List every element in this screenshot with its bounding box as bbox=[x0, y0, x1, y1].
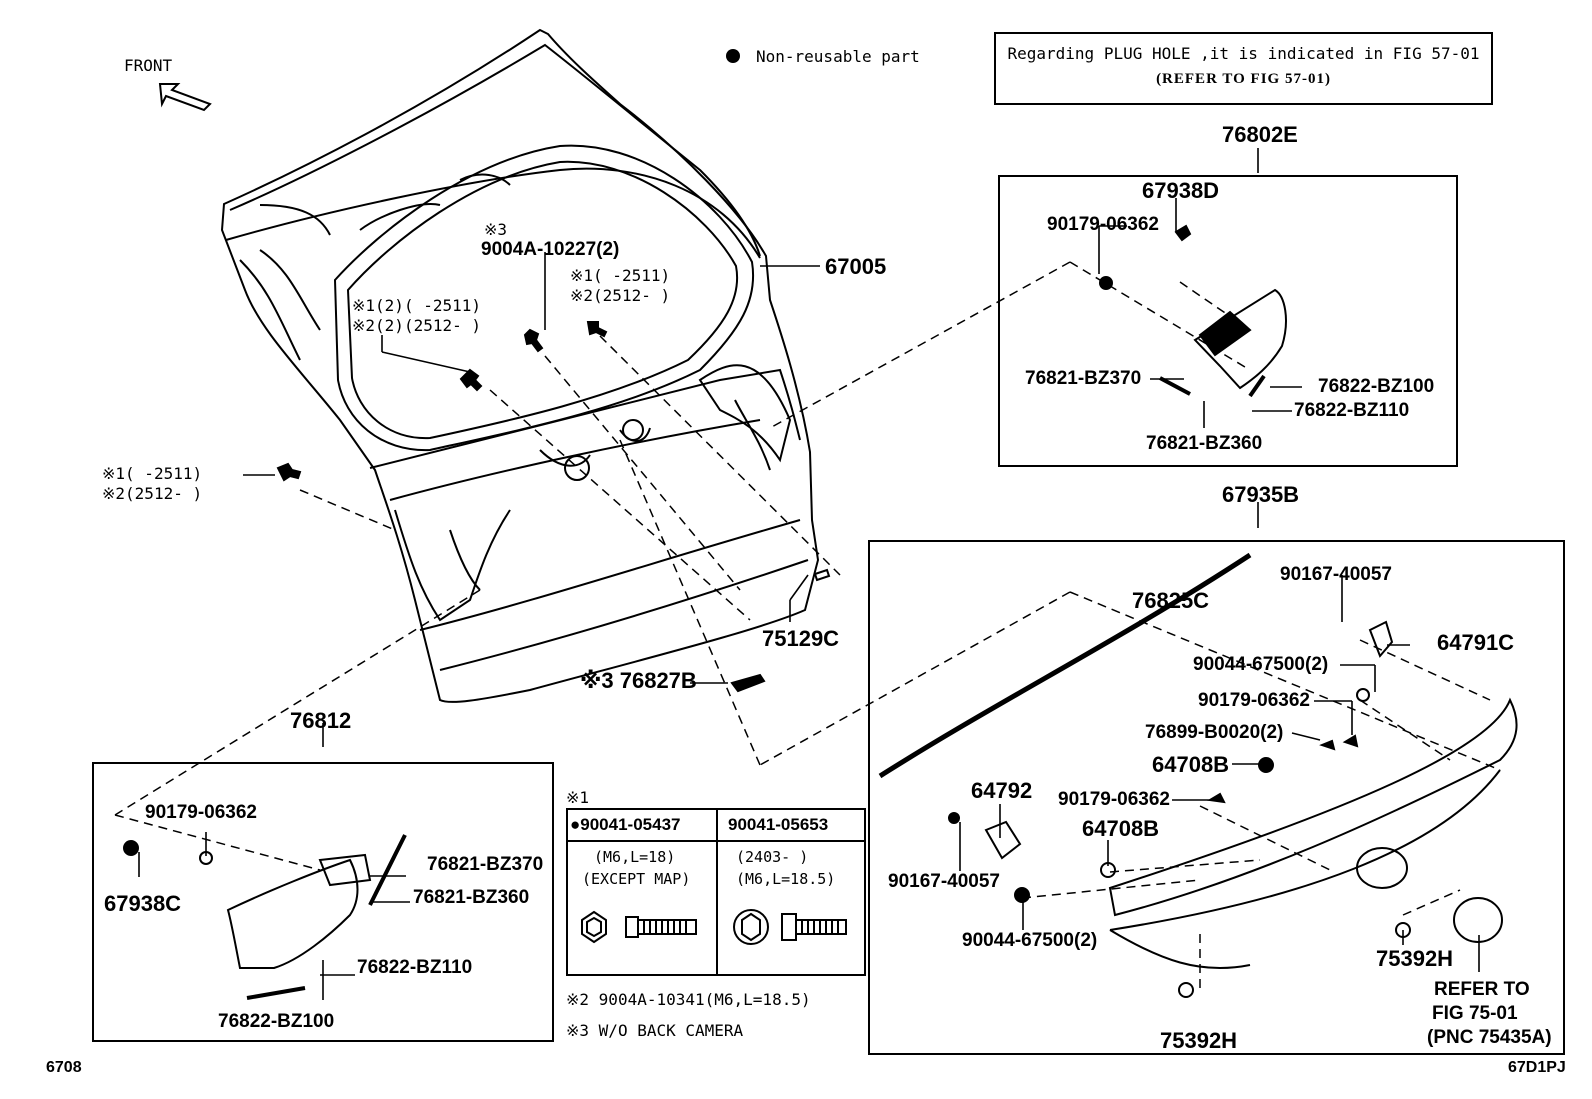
part-label-75392h-b[interactable]: 75392H bbox=[1160, 1028, 1238, 1053]
part-label-76827b[interactable]: ※3 76827B bbox=[580, 668, 697, 693]
part-label-90167-40057-b[interactable]: 90167-40057 bbox=[888, 871, 1000, 892]
inset-box-76812 bbox=[92, 762, 554, 1042]
non-reusable-dot-icon bbox=[726, 49, 740, 63]
bolt-table-cell-2-l1: (2403- ) bbox=[736, 848, 809, 866]
plug-hole-note-line2: (REFER TO FIG 57-01) bbox=[1156, 71, 1331, 87]
bolt-table-head-2-text: 90041-05653 bbox=[728, 815, 829, 834]
leader-lines bbox=[138, 148, 1480, 1000]
bolt-table-head-2: 90041-05653 bbox=[716, 808, 866, 842]
part-label-67938d[interactable]: 67938D bbox=[1142, 178, 1220, 203]
bolt-note-right-1: ※1( -2511) bbox=[570, 266, 671, 285]
refer-text-line1: REFER TO bbox=[1434, 979, 1530, 1000]
part-label-76899-b0020[interactable]: 76899-B0020(2) bbox=[1145, 722, 1284, 743]
front-label: FRONT bbox=[124, 56, 173, 75]
part-label-76822-bz100-a[interactable]: 76822-BZ100 bbox=[1318, 376, 1435, 397]
bolt-note-center-marker: ※3 bbox=[484, 220, 508, 239]
refer-text-line2: FIG 75-01 bbox=[1432, 1003, 1518, 1024]
part-label-90044-67500-b[interactable]: 90044-67500(2) bbox=[962, 930, 1098, 951]
part-label-64708b-b[interactable]: 64708B bbox=[1082, 816, 1160, 841]
bolt-table-cell-1: (M6,L=18) (EXCEPT MAP) bbox=[566, 840, 718, 976]
bolt-table-cell-1-l2: (EXCEPT MAP) bbox=[582, 870, 691, 888]
part-label-76822-bz110-b[interactable]: 76822-BZ110 bbox=[357, 957, 473, 978]
inset-76812-drawing bbox=[123, 834, 407, 1000]
plug-hole-note: Regarding PLUG HOLE ,it is indicated in … bbox=[994, 32, 1493, 105]
footer-left: 6708 bbox=[46, 1059, 82, 1076]
part-label-76821-bz360-b[interactable]: 76821-BZ360 bbox=[413, 887, 530, 908]
bolt-note-right-2: ※2(2512- ) bbox=[570, 286, 671, 305]
footer-right: 67D1PJ bbox=[1508, 1059, 1566, 1076]
refer-text-line3: (PNC 75435A) bbox=[1427, 1027, 1552, 1048]
front-arrow-icon bbox=[158, 83, 212, 112]
bolt-table-title: ※1 bbox=[566, 788, 590, 807]
bolt-table-head-1: ●90041-05437 bbox=[566, 808, 718, 842]
bolt-icons bbox=[276, 321, 608, 482]
part-label-76821-bz370-b[interactable]: 76821-BZ370 bbox=[427, 854, 544, 875]
part-label-90167-40057-a[interactable]: 90167-40057 bbox=[1280, 564, 1392, 585]
part-label-67935b[interactable]: 67935B bbox=[1222, 482, 1300, 507]
inset-box-67935b bbox=[868, 540, 1565, 1055]
inset-76802e-drawing bbox=[1099, 224, 1287, 398]
legend-text: Non-reusable part bbox=[756, 47, 920, 66]
part-label-76825c[interactable]: 76825C bbox=[1132, 588, 1210, 613]
bolt-table-head-1-text: ●90041-05437 bbox=[570, 815, 681, 834]
part-label-90179-06362-c[interactable]: 90179-06362 bbox=[1058, 789, 1170, 810]
back-door-panel bbox=[220, 28, 820, 703]
note-3: ※3 W/O BACK CAMERA bbox=[566, 1021, 744, 1040]
part-label-90179-06362-d[interactable]: 90179-06362 bbox=[145, 802, 257, 823]
part-label-76822-bz100-b[interactable]: 76822-BZ100 bbox=[218, 1011, 335, 1032]
small-parts bbox=[730, 568, 831, 693]
part-label-64792[interactable]: 64792 bbox=[971, 778, 1033, 803]
part-label-64708b-a[interactable]: 64708B bbox=[1152, 752, 1230, 777]
part-label-75392h-a[interactable]: 75392H bbox=[1376, 946, 1454, 971]
bolt-table-cell-2: (2403- ) (M6,L=18.5) bbox=[716, 840, 866, 976]
bolt-table-cell-2-l2: (M6,L=18.5) bbox=[736, 870, 836, 888]
inset-67935b-drawing bbox=[878, 552, 1518, 998]
part-label-76822-bz110-a[interactable]: 76822-BZ110 bbox=[1294, 400, 1410, 421]
part-label-76802e[interactable]: 76802E bbox=[1222, 122, 1298, 147]
note-2: ※2 9004A-10341(M6,L=18.5) bbox=[566, 990, 811, 1009]
part-label-64791c[interactable]: 64791C bbox=[1437, 630, 1515, 655]
bolt-label-9004a-10227[interactable]: 9004A-10227(2) bbox=[481, 239, 620, 260]
bolt-note-mid-2: ※2(2)(2512- ) bbox=[352, 316, 481, 335]
bolt-note-left-2: ※2(2512- ) bbox=[102, 484, 203, 503]
part-label-67938c[interactable]: 67938C bbox=[104, 891, 182, 916]
part-label-75129c[interactable]: 75129C bbox=[762, 626, 840, 651]
part-label-76812[interactable]: 76812 bbox=[290, 708, 352, 733]
part-label-90044-67500-a[interactable]: 90044-67500(2) bbox=[1193, 654, 1329, 675]
inset-box-76802e bbox=[998, 175, 1458, 467]
bolt-spec-table: ●90041-05437 90041-05653 (M6,L=18) (EXCE… bbox=[566, 808, 866, 976]
bolt-table-cell-1-l1: (M6,L=18) bbox=[594, 848, 676, 866]
plug-hole-note-line1: Regarding PLUG HOLE ,it is indicated in … bbox=[1007, 44, 1480, 63]
bolt-note-mid-1: ※1(2)( -2511) bbox=[352, 296, 481, 315]
part-label-67005[interactable]: 67005 bbox=[825, 254, 887, 279]
part-label-76821-bz370-a[interactable]: 76821-BZ370 bbox=[1025, 368, 1142, 389]
part-label-90179-06362-a[interactable]: 90179-06362 bbox=[1047, 214, 1159, 235]
part-label-76821-bz360-a[interactable]: 76821-BZ360 bbox=[1146, 433, 1263, 454]
bolt-note-left-1: ※1( -2511) bbox=[102, 464, 203, 483]
part-label-90179-06362-b[interactable]: 90179-06362 bbox=[1198, 690, 1310, 711]
